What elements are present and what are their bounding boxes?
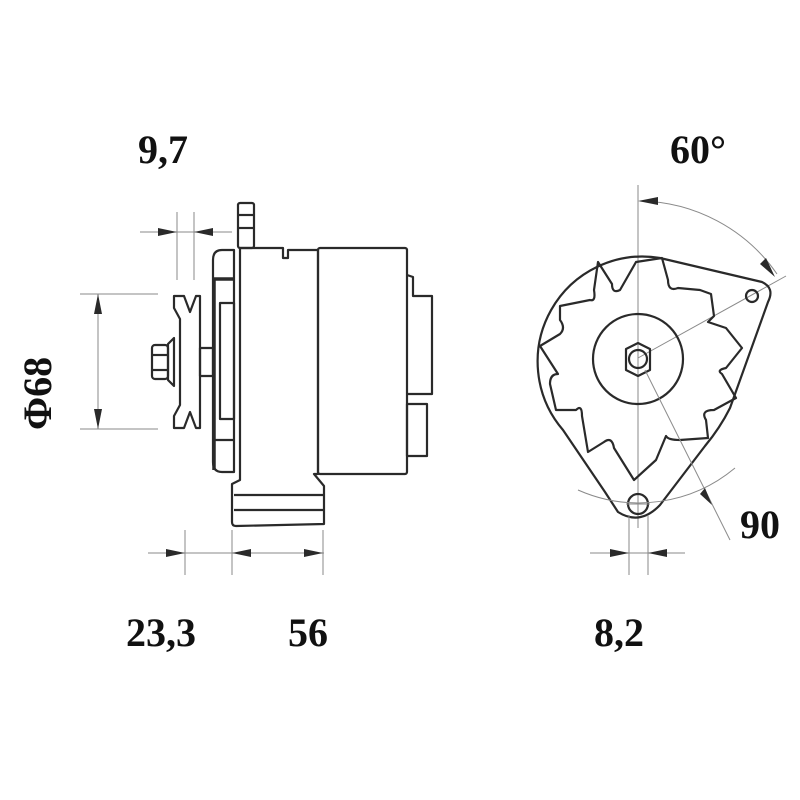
front-housing-outline [536, 255, 772, 519]
side-view [80, 201, 434, 575]
pulley [150, 294, 215, 430]
hub-circle [591, 312, 685, 406]
angle-60-dimension [637, 197, 787, 359]
label-pulley-diameter: Φ68 [15, 356, 60, 430]
dimension-9-7-lines [140, 212, 232, 280]
label-pulley-offset: 23,3 [126, 610, 196, 655]
label-radius: 90 [740, 502, 780, 547]
top-mounting-hole [744, 288, 760, 304]
front-housing [211, 248, 236, 474]
label-mount-width: 56 [288, 610, 328, 655]
label-pulley-width: 9,7 [138, 127, 188, 172]
front-view [536, 185, 787, 575]
hex-nut [624, 341, 652, 378]
label-hole-width: 8,2 [594, 610, 644, 655]
fan-blades [538, 256, 744, 482]
label-angle: 60° [670, 127, 726, 172]
dimension-23-3-56-lines [148, 530, 324, 575]
dimension-8-2-lines [590, 515, 685, 575]
terminal-stud [236, 201, 256, 250]
dimension-phi68-lines [80, 293, 158, 430]
stator-body [230, 246, 326, 528]
radius-90-dimension [577, 369, 736, 541]
rear-housing [316, 246, 434, 476]
